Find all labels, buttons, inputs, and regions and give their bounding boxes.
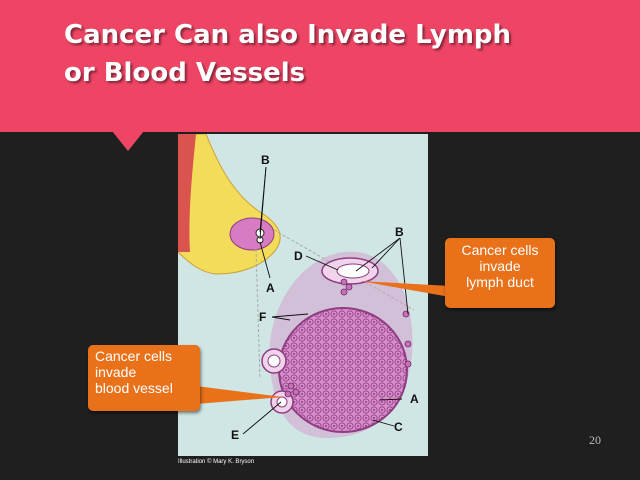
breast-lymph-illustration: B B D A F A C E bbox=[178, 134, 428, 456]
leader-lines bbox=[242, 166, 409, 435]
title-banner bbox=[0, 0, 640, 132]
breast-lobule bbox=[229, 217, 275, 251]
callout-lymph-line-2: invade bbox=[479, 258, 521, 274]
invading-cell bbox=[287, 382, 295, 390]
chest-muscle bbox=[178, 134, 196, 252]
label-a-right: A bbox=[410, 392, 419, 406]
callout-lymph-line-1: Cancer cells bbox=[461, 242, 539, 258]
illustration-credit: Illustration © Mary K. Bryson bbox=[178, 459, 255, 465]
label-f: F bbox=[259, 310, 266, 324]
lymph-duct-lumen bbox=[336, 263, 370, 279]
callout-blood-line-3: blood vessel bbox=[95, 380, 173, 396]
banner-notch bbox=[112, 131, 144, 151]
invading-cell bbox=[345, 283, 353, 291]
invading-cell bbox=[292, 388, 300, 396]
tumor-mass bbox=[278, 307, 408, 433]
title-line-2: or Blood Vessels bbox=[64, 58, 306, 88]
invading-cell bbox=[340, 278, 348, 286]
slide-title: Cancer Can also Invade Lymph or Blood Ve… bbox=[64, 16, 584, 92]
title-line-1: Cancer Can also Invade Lymph bbox=[64, 20, 512, 50]
label-d: D bbox=[294, 249, 303, 263]
blood-vessel-upper-lumen bbox=[267, 354, 281, 368]
invading-cell bbox=[340, 288, 348, 296]
label-e: E bbox=[231, 428, 239, 442]
blood-vessel-lower-lumen bbox=[276, 396, 288, 408]
label-b-top: B bbox=[261, 153, 270, 167]
invading-cell bbox=[284, 390, 292, 398]
edge-cell bbox=[404, 340, 412, 348]
callout-lymph-duct: Cancer cells invade lymph duct bbox=[445, 238, 555, 308]
label-a-top: A bbox=[266, 281, 275, 295]
page-number: 20 bbox=[589, 433, 601, 447]
label-c: C bbox=[394, 420, 403, 434]
edge-cell bbox=[404, 360, 412, 368]
label-b-right: B bbox=[395, 225, 404, 239]
callout-lymph-line-3: lymph duct bbox=[466, 274, 534, 290]
callout-blood-line-1: Cancer cells bbox=[95, 348, 173, 364]
callout-blood-line-2: invade bbox=[95, 364, 137, 380]
callout-blood-vessel: Cancer cells invade blood vessel bbox=[88, 345, 200, 411]
zoom-line-lower bbox=[255, 248, 261, 380]
